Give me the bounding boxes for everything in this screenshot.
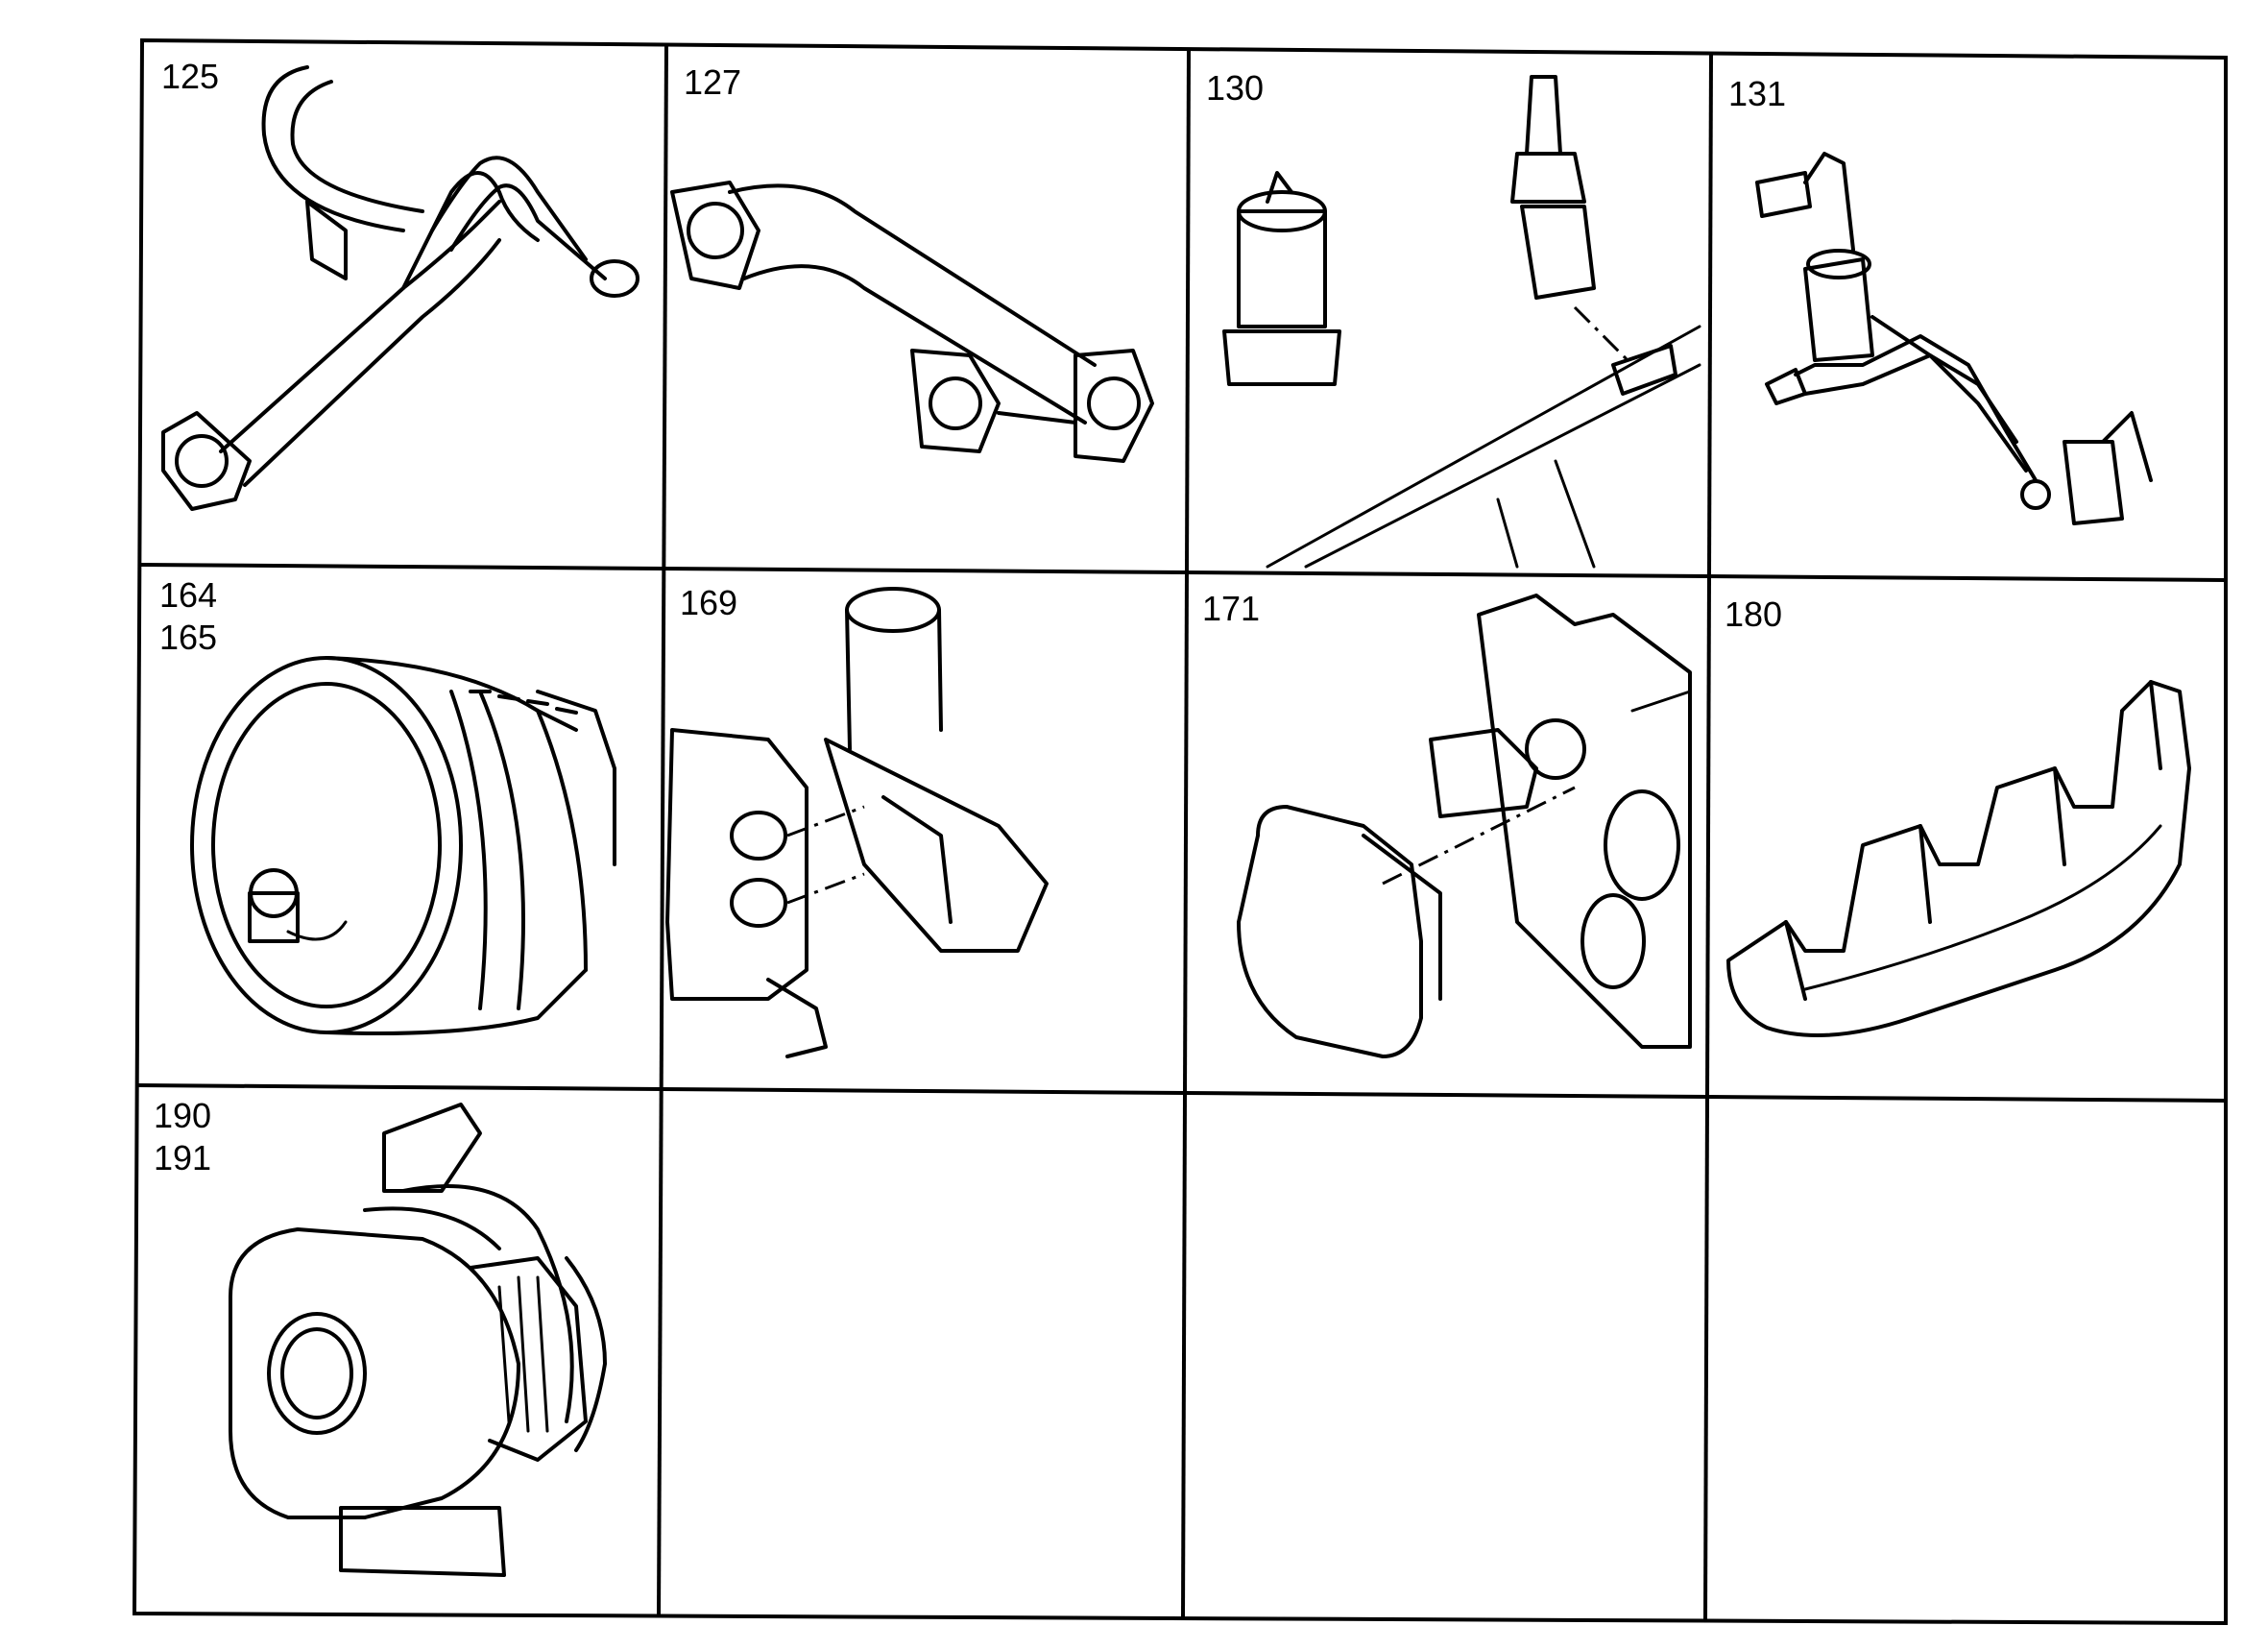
part-number: 130 xyxy=(1206,68,1265,108)
cell-label-131: 131 xyxy=(1728,73,1786,115)
part-number: 127 xyxy=(684,62,742,102)
cover-gasket-icon xyxy=(1237,594,1692,1058)
cell-label-169: 169 xyxy=(680,582,737,624)
empty-cell xyxy=(1717,1114,2216,1614)
empty-cell xyxy=(672,1104,1171,1604)
sensor-plug-icon xyxy=(1222,75,1701,569)
part-number: 131 xyxy=(1728,74,1787,113)
part-number: 190 xyxy=(154,1096,212,1135)
pulley-icon xyxy=(190,656,616,1035)
grid-row-line-2 xyxy=(137,1083,2227,1103)
exhaust-manifold-icon xyxy=(1726,680,2191,1037)
cell-label-190-191: 190 191 xyxy=(154,1095,211,1179)
part-number: 169 xyxy=(680,583,738,622)
part-number: 165 xyxy=(159,618,218,657)
cell-label-127: 127 xyxy=(684,61,741,104)
part-number: 180 xyxy=(1725,594,1783,634)
part-number: 191 xyxy=(154,1138,212,1177)
part-number: 164 xyxy=(159,575,218,615)
cell-label-180: 180 xyxy=(1725,594,1782,636)
empty-cell xyxy=(1194,1110,1694,1610)
cell-label-130: 130 xyxy=(1206,67,1264,109)
grid-col-line-1 xyxy=(657,43,668,1618)
grid-row-line-1 xyxy=(139,563,2227,582)
part-number: 171 xyxy=(1202,589,1261,628)
cell-label-164-165: 164 165 xyxy=(159,574,217,659)
sensor-harness-icon xyxy=(1755,152,2153,525)
thermostat-housing-icon xyxy=(665,587,1049,1058)
elbow-pipe-icon xyxy=(670,181,1154,463)
grid-col-line-2 xyxy=(1181,47,1191,1620)
cell-label-171: 171 xyxy=(1202,588,1260,630)
grid-col-line-3 xyxy=(1703,51,1713,1622)
pipe-icon xyxy=(161,65,639,511)
part-number: 125 xyxy=(161,57,220,96)
cell-label-125: 125 xyxy=(161,56,219,98)
grid-frame xyxy=(132,37,2228,1626)
turbocharger-icon xyxy=(229,1103,607,1577)
